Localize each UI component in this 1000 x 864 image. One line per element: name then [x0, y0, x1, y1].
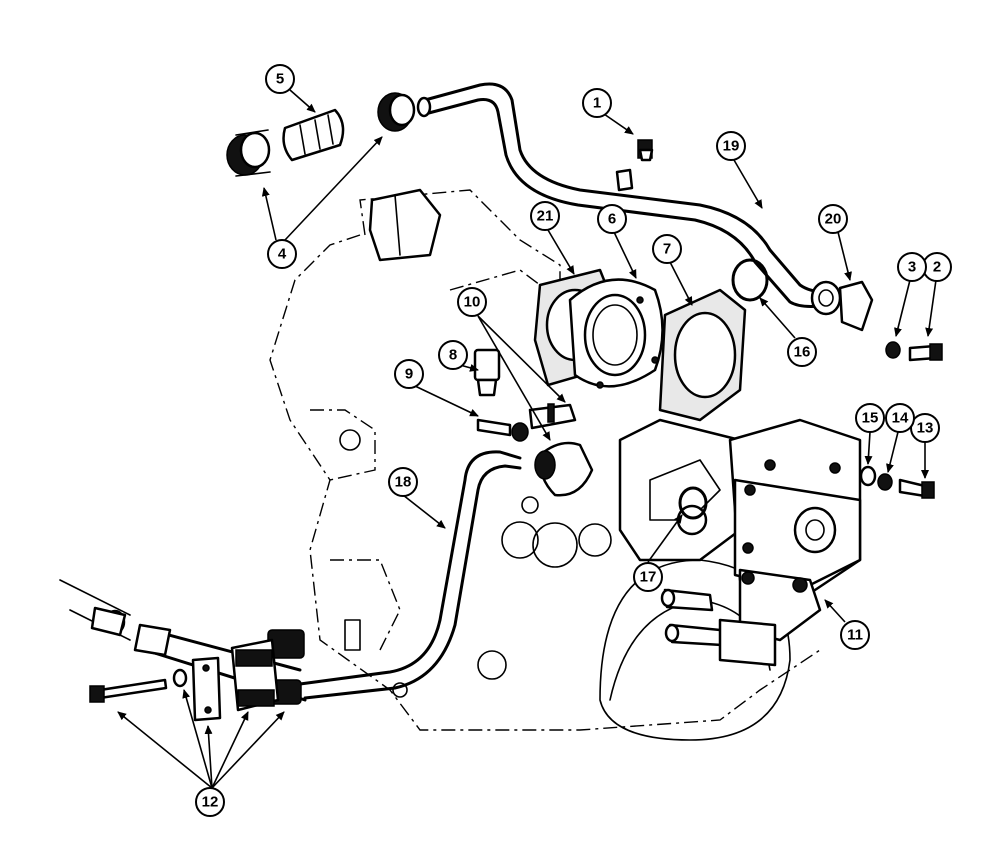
- bolt-13: [898, 478, 935, 499]
- breather-fitting: [637, 139, 654, 162]
- callout-6: 6: [597, 204, 627, 234]
- svg-text:3: 3: [908, 259, 916, 276]
- callout-9: 9: [394, 359, 424, 389]
- leader-lines: [117, 89, 937, 789]
- fitting-10: [528, 403, 594, 497]
- callout-12: 12: [195, 787, 225, 817]
- clamp-bracket-12: [89, 629, 305, 722]
- washer-15: [859, 465, 877, 487]
- svg-text:10: 10: [464, 294, 481, 311]
- svg-text:19: 19: [723, 138, 740, 155]
- callout-8: 8: [438, 340, 468, 370]
- callout-11: 11: [840, 620, 870, 650]
- svg-text:7: 7: [663, 241, 671, 258]
- banjo-fitting: [810, 280, 874, 332]
- hose-sleeve: [282, 108, 345, 162]
- callout-17: 17: [633, 562, 663, 592]
- svg-text:13: 13: [917, 420, 934, 437]
- svg-text:1: 1: [593, 95, 601, 112]
- callout-20: 20: [818, 204, 848, 234]
- callout-10: 10: [457, 287, 487, 317]
- svg-text:9: 9: [405, 366, 413, 383]
- bolt-2: [908, 343, 943, 362]
- svg-text:6: 6: [608, 211, 616, 228]
- svg-text:8: 8: [449, 347, 457, 364]
- return-pipe: [416, 82, 827, 308]
- callout-7: 7: [652, 234, 682, 264]
- callout-18: 18: [388, 467, 418, 497]
- fitting-8: [473, 348, 501, 397]
- o-ring-17: [678, 486, 708, 520]
- gasket-7: [658, 288, 747, 422]
- hydraulic-pump-11: [618, 418, 862, 667]
- pressure-pipe: [59, 450, 522, 702]
- svg-text:12: 12: [202, 794, 219, 811]
- svg-text:4: 4: [278, 246, 287, 263]
- callout-4: 4: [267, 239, 297, 269]
- callout-16: 16: [787, 337, 817, 367]
- svg-text:16: 16: [794, 344, 811, 361]
- svg-text:2: 2: [933, 259, 941, 276]
- callout-19: 19: [716, 131, 746, 161]
- hose-clamp-left: [226, 129, 271, 177]
- bolt-9: [476, 418, 529, 442]
- hose-clamp-right: [377, 92, 416, 132]
- callout-2: 2: [922, 252, 952, 282]
- svg-text:15: 15: [862, 410, 879, 427]
- svg-text:21: 21: [537, 208, 554, 225]
- svg-text:17: 17: [640, 569, 657, 586]
- callout-15: 15: [855, 403, 885, 433]
- callout-3: 3: [897, 252, 927, 282]
- callout-21: 21: [530, 201, 560, 231]
- svg-text:5: 5: [276, 71, 284, 88]
- svg-text:11: 11: [847, 627, 863, 644]
- adapter-flange-6: [568, 278, 664, 389]
- washer-3: [885, 341, 901, 359]
- washer-14: [877, 473, 893, 491]
- svg-text:14: 14: [892, 410, 909, 427]
- callout-14: 14: [885, 403, 915, 433]
- svg-text:20: 20: [825, 211, 842, 228]
- o-ring-16: [731, 258, 769, 302]
- callout-1: 1: [582, 88, 612, 118]
- svg-text:18: 18: [395, 474, 412, 491]
- callout-5: 5: [265, 64, 295, 94]
- callout-13: 13: [910, 413, 940, 443]
- housing-boss: [368, 188, 442, 262]
